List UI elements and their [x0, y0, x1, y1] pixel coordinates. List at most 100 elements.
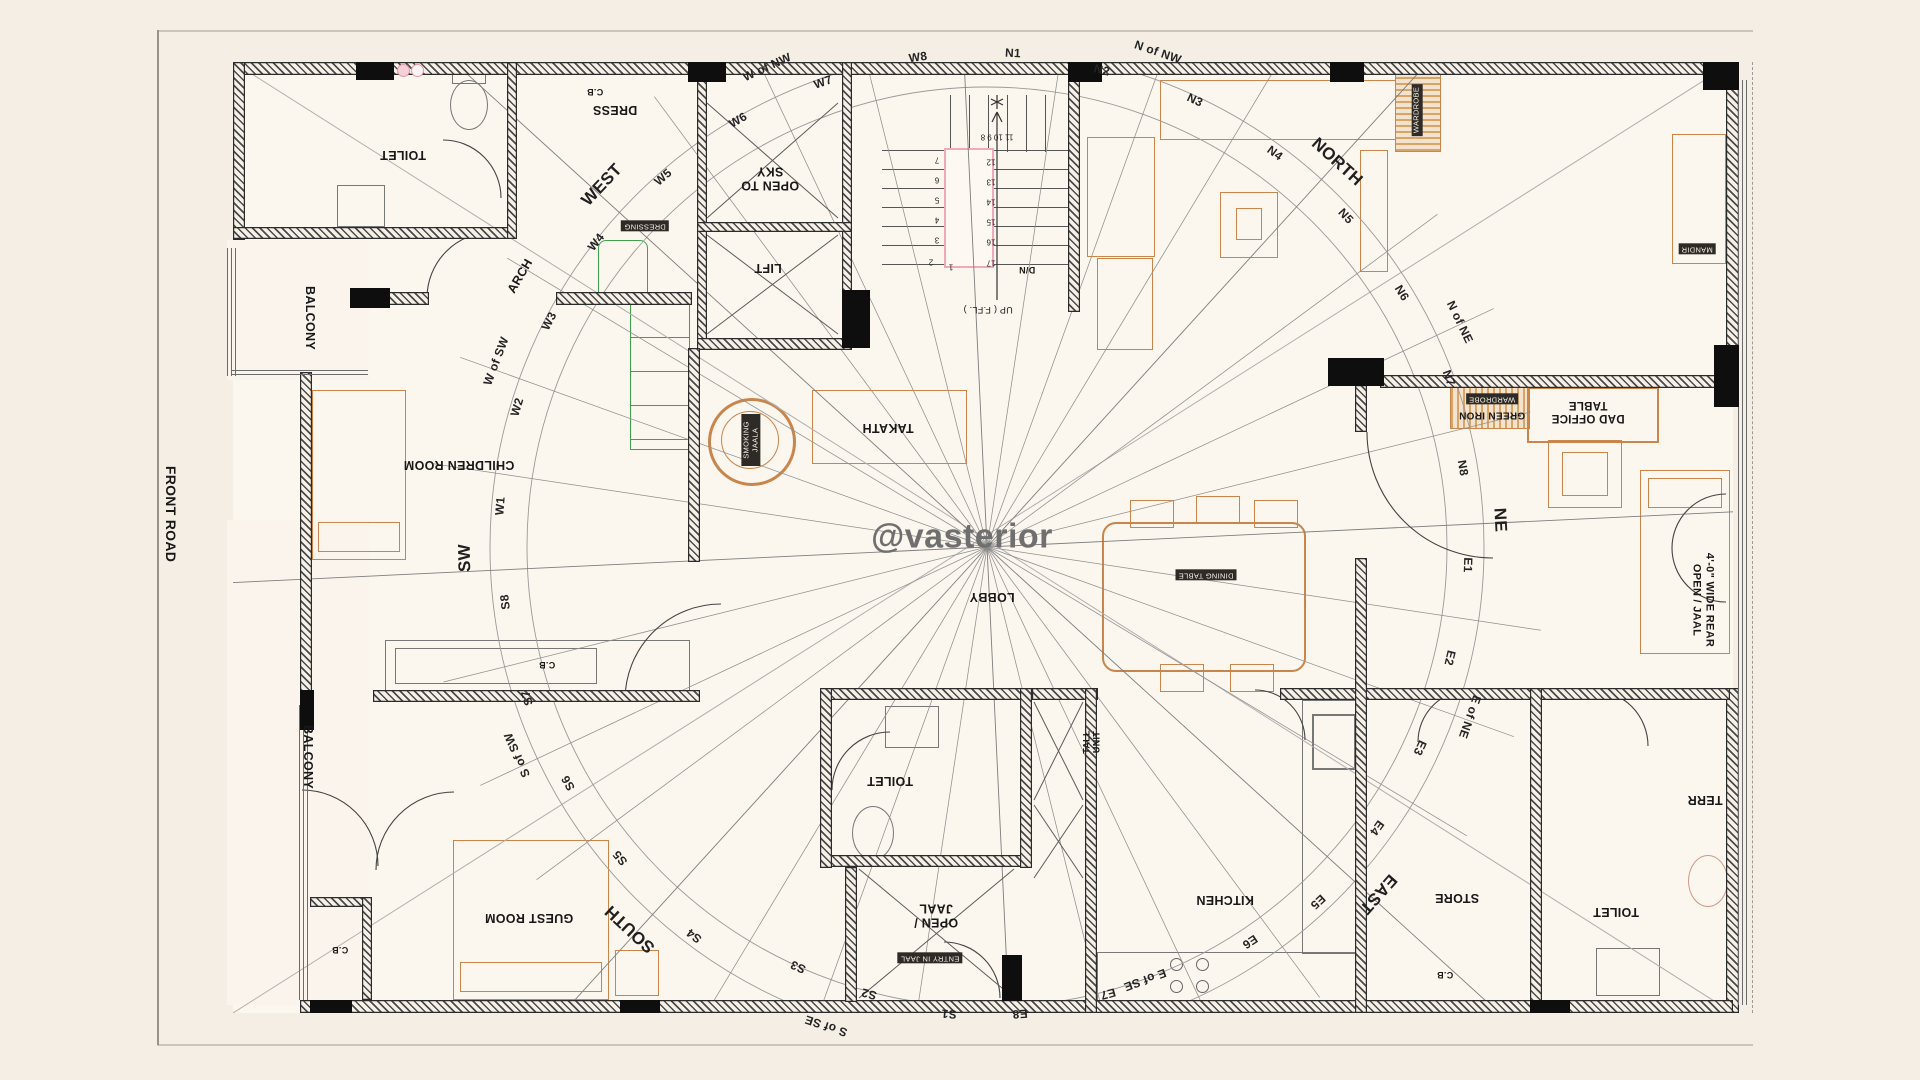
stair-number: 4	[934, 215, 940, 225]
bed-children	[312, 390, 406, 560]
plot-diagonals	[233, 62, 1733, 1013]
column	[356, 62, 394, 80]
wall	[1020, 688, 1032, 868]
round-table-inner	[721, 411, 779, 469]
plot-line-left	[157, 30, 159, 1045]
closet-cb-inner	[395, 648, 597, 684]
center-table	[1220, 192, 1278, 258]
label-terrace: TERR	[1687, 793, 1723, 807]
wall	[1032, 688, 1098, 700]
room-label-balcony-top: BALCONY	[303, 286, 317, 350]
basin-se	[1596, 948, 1660, 996]
wall	[556, 292, 692, 305]
hob-burner	[1196, 958, 1209, 971]
dining-chair	[1196, 496, 1240, 524]
bed-ne	[1640, 470, 1730, 654]
room-label-open-to-sky: OPEN TO SKY	[740, 164, 800, 193]
stair-railing	[944, 148, 994, 268]
room-label-children: CHILDREN ROOM	[403, 458, 515, 472]
wall	[842, 62, 852, 348]
plot-line-right-dashed	[1752, 62, 1753, 1013]
label-entry-jaal: ENTRY IN JAAL	[897, 952, 963, 964]
stair-number: 3	[934, 235, 940, 245]
stair-number: 15	[986, 217, 996, 227]
wall	[1355, 558, 1367, 1013]
sector-s1: S1	[940, 1006, 958, 1022]
column	[1530, 1000, 1570, 1013]
label-dressing: DRESSING	[621, 220, 669, 232]
column	[310, 1000, 352, 1013]
column	[1068, 62, 1102, 82]
mandir-cabinet	[1672, 134, 1726, 264]
room-label-kitchen: KITCHEN	[1196, 893, 1254, 907]
room-label-lobby: LOBBY	[969, 590, 1015, 604]
label-front-road: FRONT ROAD	[163, 465, 179, 563]
bed-guest-pillow	[460, 962, 602, 992]
rear-jaal-railing	[1738, 80, 1747, 1005]
room-label-guest: GUEST ROOM	[484, 911, 574, 925]
shaft-cross-marks	[706, 102, 1084, 999]
basin-nw	[337, 185, 385, 227]
column	[688, 62, 726, 82]
stair-number: 6	[934, 175, 940, 185]
sector-e8: E8	[1011, 1006, 1029, 1022]
wall	[820, 688, 832, 868]
wall	[507, 62, 517, 239]
wall	[688, 348, 700, 562]
stair-number: 5	[934, 195, 940, 205]
wall	[1068, 62, 1080, 312]
plot-line-bottom	[157, 1044, 1753, 1046]
sector-n8: N8	[1454, 458, 1472, 478]
center-table-inner	[1236, 208, 1262, 240]
sector-w1: W1	[492, 496, 508, 516]
label-cb-corner: C.B	[331, 945, 349, 955]
wall	[300, 372, 312, 704]
wall	[845, 867, 857, 1002]
column	[1002, 955, 1022, 1001]
wall	[697, 62, 707, 348]
column	[1714, 345, 1739, 407]
label-dining-table: DINING TABLE	[1175, 569, 1237, 581]
balcony-railing	[232, 370, 368, 378]
wall	[233, 62, 245, 240]
label-cb-dress: C.B	[586, 87, 604, 97]
label-tall-unit: TALL UNIT	[1081, 730, 1102, 754]
column	[1328, 358, 1384, 386]
room-label-lift: LIFT	[754, 261, 782, 275]
dining-chair	[1254, 500, 1298, 528]
sofa-seat	[1097, 258, 1153, 350]
balcony-floor-top	[227, 240, 370, 380]
room-label-toilet-se: TOILET	[1592, 905, 1640, 919]
sofa-corner	[1087, 137, 1155, 257]
column	[620, 1000, 660, 1013]
label-smoking-jaala: SMOKING JAALA	[741, 414, 761, 466]
room-label-balcony-bottom: BALCONY	[301, 725, 315, 789]
stair-label-up: UP ( F.FL. )	[963, 305, 1013, 315]
label-wardrobe-green-iron: WARDROBE	[1465, 393, 1519, 405]
label-dad-office: DAD OFFICE TABLE	[1551, 399, 1625, 425]
room-label-store: STORE	[1434, 891, 1480, 905]
rear-line2: OPEN / JAAL	[1691, 563, 1703, 637]
hob-burner	[1170, 980, 1183, 993]
dining-chair	[1230, 664, 1274, 692]
wall-marker-dot	[397, 64, 410, 77]
watermark: @vasterior	[871, 517, 1053, 556]
sector-n1: N1	[1004, 45, 1022, 61]
label-cb-closet: C.B	[538, 660, 556, 670]
stair-numbers-top-row: 11 10 9 8	[980, 132, 1014, 142]
wall	[697, 222, 852, 232]
round-table	[708, 398, 796, 486]
stair-number: 2	[928, 257, 934, 267]
stair-number: 14	[986, 197, 996, 207]
sector-w8: W8	[907, 48, 929, 66]
wall	[310, 897, 372, 907]
wall	[373, 690, 700, 702]
wall	[1280, 688, 1730, 700]
room-label-takath: TAKATH	[862, 421, 914, 435]
guest-side-table	[615, 950, 659, 996]
stair-direction-arrow	[990, 95, 1004, 300]
hob-burner	[1170, 958, 1183, 971]
